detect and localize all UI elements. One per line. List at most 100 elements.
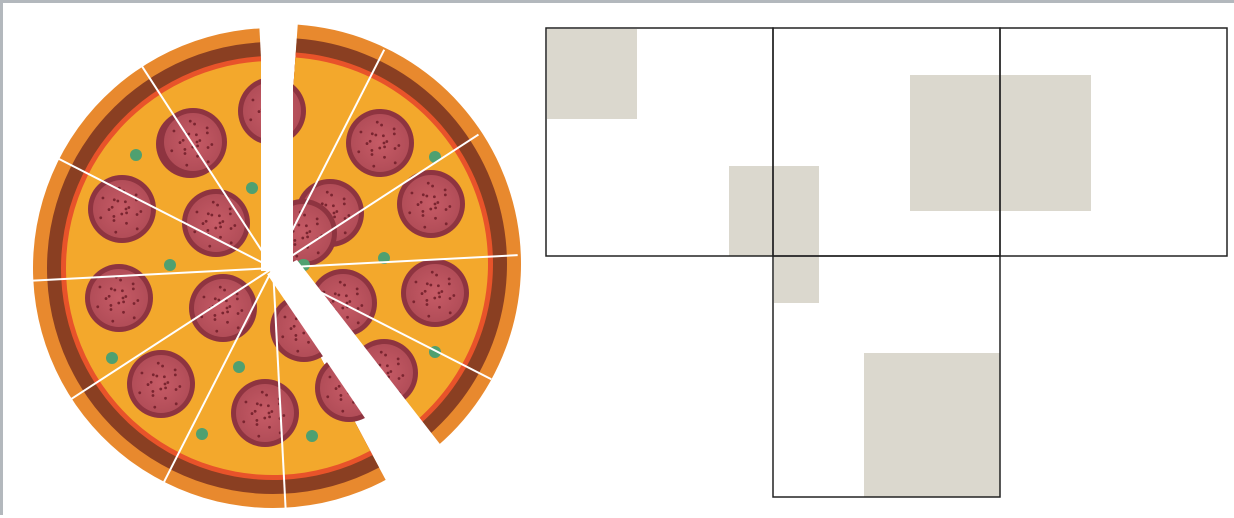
pepperoni-dot	[122, 311, 125, 314]
pepperoni-dot	[293, 239, 296, 242]
pepperoni-dot	[434, 203, 437, 206]
pepperoni-dot	[385, 140, 388, 143]
pepperoni-dot	[435, 274, 438, 277]
pepperoni-dot	[215, 330, 218, 333]
pepperoni-dot	[341, 307, 344, 310]
shaded-square	[729, 166, 819, 256]
pepperoni-dot	[213, 314, 216, 317]
pepperoni-dot	[252, 99, 255, 102]
pepperoni-dot	[307, 341, 310, 344]
pepperoni-dot	[341, 410, 344, 413]
pepperoni-dot	[431, 185, 434, 188]
pepperoni-face	[351, 114, 409, 172]
pepperoni-dot	[369, 140, 372, 143]
pepperoni-dot	[425, 195, 428, 198]
pepperoni-dot	[420, 201, 423, 204]
pepperoni-dot	[316, 217, 319, 220]
pepperoni-dot	[294, 334, 297, 337]
pepperoni-dot	[426, 282, 429, 285]
pepperoni-dot	[117, 302, 120, 305]
pepperoni-dot	[120, 213, 123, 216]
pepperoni-dot	[124, 200, 127, 203]
pepperoni-dot	[116, 200, 119, 203]
pepperoni-dot	[109, 304, 112, 307]
pepperoni-dot	[122, 300, 125, 303]
pepperoni-dot	[152, 373, 155, 376]
pepperoni-dot	[343, 202, 346, 205]
pepperoni-dot	[174, 373, 177, 376]
pepperoni-dot	[444, 193, 447, 196]
grid-shaded-squares	[547, 29, 1091, 497]
pepperoni-dot	[245, 401, 248, 404]
pepperoni-dot	[371, 132, 374, 135]
pepperoni	[401, 259, 469, 327]
pepperoni-dot	[332, 204, 335, 207]
pepperoni-dot	[178, 385, 181, 388]
pepperoni-dot	[141, 372, 144, 375]
pepperoni-dot	[207, 146, 210, 149]
pepperoni	[346, 109, 414, 177]
pepperoni-dot	[114, 231, 117, 234]
pepperoni-dot	[125, 222, 128, 225]
olive	[130, 149, 142, 161]
pepperoni-dot	[175, 388, 178, 391]
slice-gap-top	[261, 3, 293, 271]
pepperoni-dot	[157, 362, 160, 365]
pepperoni-dot	[343, 284, 346, 287]
pepperoni-dot	[237, 326, 240, 329]
pepperoni-dot	[380, 124, 383, 127]
pepperoni-dot	[387, 372, 390, 375]
pepperoni-face	[402, 175, 460, 233]
pepperoni-dot	[305, 224, 308, 227]
pepperoni-dot	[425, 299, 428, 302]
pepperoni-dot	[206, 229, 209, 232]
pepperoni-dot	[329, 376, 332, 379]
pepperoni-dot	[216, 204, 219, 207]
pepperoni-dot	[121, 289, 124, 292]
pepperoni-dot	[445, 208, 448, 211]
pepperoni-dot	[175, 402, 178, 405]
pepperoni-dot	[111, 206, 114, 209]
pepperoni-dot	[346, 302, 349, 305]
pepperoni-dot	[296, 350, 299, 353]
pepperoni-dot	[448, 277, 451, 280]
pepperoni-dot	[378, 147, 381, 150]
pepperoni-dot	[270, 410, 273, 413]
pepperoni-dot	[412, 300, 415, 303]
pepperoni-dot	[185, 164, 188, 167]
pepperoni-face	[406, 264, 464, 322]
pepperoni-dot	[228, 305, 231, 308]
pepperoni-dot	[122, 297, 125, 300]
pepperoni-dot	[401, 374, 404, 377]
pepperoni-face	[164, 113, 222, 171]
pepperoni-dot	[226, 307, 229, 310]
pepperoni-dot	[449, 297, 452, 300]
pepperoni-face	[187, 194, 245, 252]
pepperoni-dot	[415, 281, 418, 284]
pepperoni-dot	[195, 133, 198, 136]
pepperoni-dot	[335, 387, 338, 390]
pepperoni-dot	[426, 303, 429, 306]
pepperoni-dot	[183, 148, 186, 151]
pepperoni-dot	[161, 365, 164, 368]
pepperoni-dot	[112, 215, 115, 218]
pepperoni-dot	[230, 227, 233, 230]
pepperoni-dot	[256, 402, 259, 405]
pepperoni-dot	[380, 351, 383, 354]
pepperoni-dot	[207, 212, 210, 215]
shaded-square	[774, 256, 819, 303]
pepperoni-dot	[113, 219, 116, 222]
pepperoni-dot	[308, 230, 311, 233]
pepperoni-dot	[240, 309, 243, 312]
pepperoni-dot	[297, 224, 300, 227]
pepperoni-dot	[348, 300, 351, 303]
pepperoni-dot	[376, 121, 379, 124]
pepperoni-dot	[133, 302, 136, 305]
pepperoni-dot	[159, 388, 162, 391]
pepperoni-dot	[444, 188, 447, 191]
pepperoni-dot	[184, 152, 187, 155]
pepperoni-dot	[219, 236, 222, 239]
pepperoni-dot	[411, 192, 414, 195]
pepperoni-dot	[173, 130, 176, 133]
pepperoni-dot	[326, 191, 329, 194]
